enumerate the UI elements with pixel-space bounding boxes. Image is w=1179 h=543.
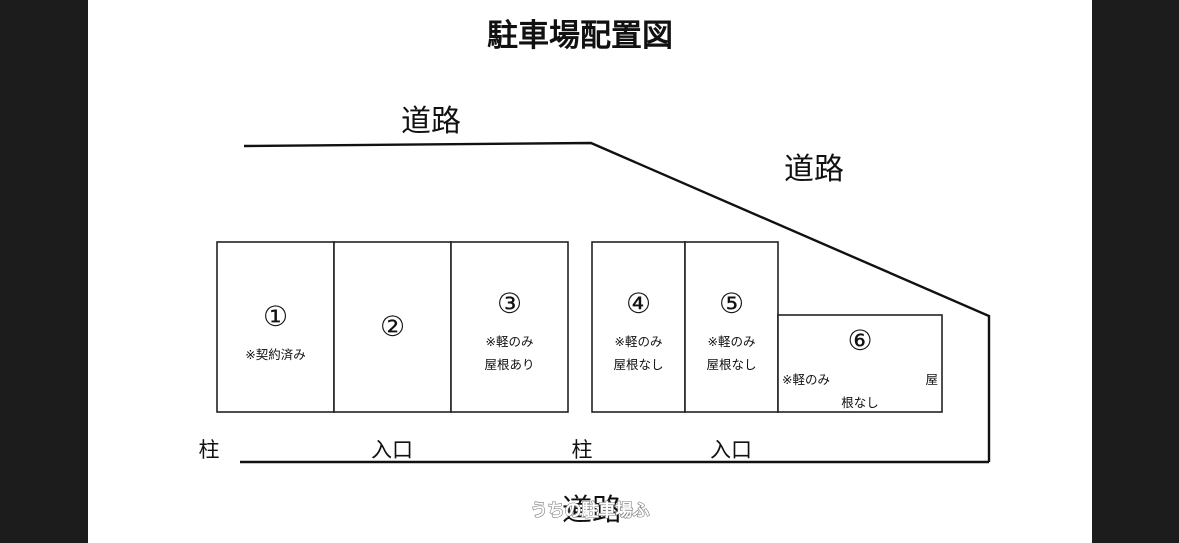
parking-space-2: ② xyxy=(333,241,452,413)
watermark-text: うちの駐車場ふ xyxy=(531,500,650,521)
space-6-number: ⑥ xyxy=(847,324,872,357)
space-6-note-3: 根なし xyxy=(841,395,879,410)
space-5-number: ⑤ xyxy=(719,287,744,320)
space-4-note-2: 屋根なし xyxy=(613,357,663,372)
road-label-right: 道路 xyxy=(784,152,844,187)
space-4-number: ④ xyxy=(626,287,651,320)
space-4-outline xyxy=(591,241,686,413)
road-label-bottom: 道路 xyxy=(562,493,622,528)
parking-space-1: ① ※契約済み xyxy=(216,241,335,413)
document-page: 駐車場配置図 道路 道路 道路 ① ※契約済み ② ③ xyxy=(88,0,1092,543)
road-boundary-line xyxy=(243,141,991,462)
space-4-note-1: ※軽のみ xyxy=(615,334,663,349)
parking-space-6: ⑥ ※軽のみ 屋 根なし xyxy=(777,314,943,413)
space-6-note-2: 屋 xyxy=(925,372,938,387)
pillar-label-right: 柱 xyxy=(572,438,593,462)
space-3-note-2: 屋根あり xyxy=(484,357,534,372)
space-2-number: ② xyxy=(380,310,405,343)
space-6-note-1: ※軽のみ xyxy=(782,372,830,387)
entrance-label-left: 入口 xyxy=(371,438,413,462)
space-5-note-2: 屋根なし xyxy=(706,357,756,372)
pillar-label-left: 柱 xyxy=(199,438,220,462)
space-5-note-1: ※軽のみ xyxy=(708,334,756,349)
parking-space-4: ④ ※軽のみ 屋根なし xyxy=(591,241,686,413)
space-3-note-1: ※軽のみ xyxy=(486,334,534,349)
road-label-top: 道路 xyxy=(401,104,461,139)
parking-space-3: ③ ※軽のみ 屋根あり xyxy=(450,241,569,413)
diagram-title: 駐車場配置図 xyxy=(487,18,673,54)
parking-layout-diagram: 駐車場配置図 道路 道路 道路 ① ※契約済み ② ③ xyxy=(199,18,991,528)
space-1-number: ① xyxy=(263,300,288,333)
parking-space-5: ⑤ ※軽のみ 屋根なし xyxy=(684,241,779,413)
space-1-note-1: ※契約済み xyxy=(245,347,305,362)
space-3-number: ③ xyxy=(497,287,522,320)
space-3-outline xyxy=(450,241,569,413)
space-2-outline xyxy=(333,241,452,413)
space-6-outline xyxy=(777,314,943,413)
space-5-outline xyxy=(684,241,779,413)
entrance-label-right: 入口 xyxy=(710,438,752,462)
space-1-outline xyxy=(216,241,335,413)
